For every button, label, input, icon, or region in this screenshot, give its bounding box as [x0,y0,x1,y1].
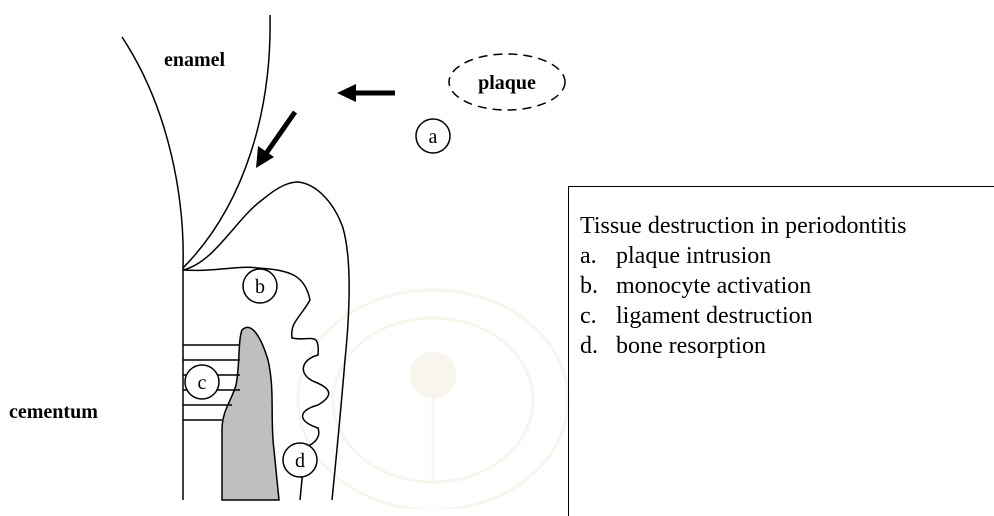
plaque-label: plaque [478,72,536,94]
alveolar-bone [222,327,279,500]
legend-letter: c. [580,301,616,331]
legend-title: Tissue destruction in periodontitis [580,211,910,241]
svg-text:c: c [198,372,207,394]
marker-b: b [243,269,277,303]
legend-letter: a. [580,241,616,271]
legend-letter: d. [580,331,616,361]
legend-item-a: a. plaque intrusion [580,241,994,271]
enamel-label: enamel [164,49,226,71]
arrow-down-left [256,112,295,168]
svg-text:b: b [255,276,265,298]
marker-a: a [416,119,450,153]
legend-item-d: d. bone resorption [580,331,994,361]
svg-text:a: a [429,126,438,148]
legend-text: plaque intrusion [616,241,771,271]
svg-text:d: d [295,450,305,472]
marker-c: c [185,365,219,399]
legend-text: bone resorption [616,331,766,361]
marker-d: d [283,443,317,477]
arrow-left [337,84,395,102]
legend-item-b: b. monocyte activation [580,271,994,301]
legend-list: a. plaque intrusion b. monocyte activati… [580,241,994,361]
legend-letter: b. [580,271,616,301]
legend-box: Tissue destruction in periodontitis a. p… [568,186,994,516]
watermark-seal [298,290,568,509]
cementum-label: cementum [9,401,98,423]
legend-item-c: c. ligament destruction [580,301,994,331]
legend-text: monocyte activation [616,271,811,301]
tooth-surface-line [122,37,183,500]
legend-text: ligament destruction [616,301,813,331]
